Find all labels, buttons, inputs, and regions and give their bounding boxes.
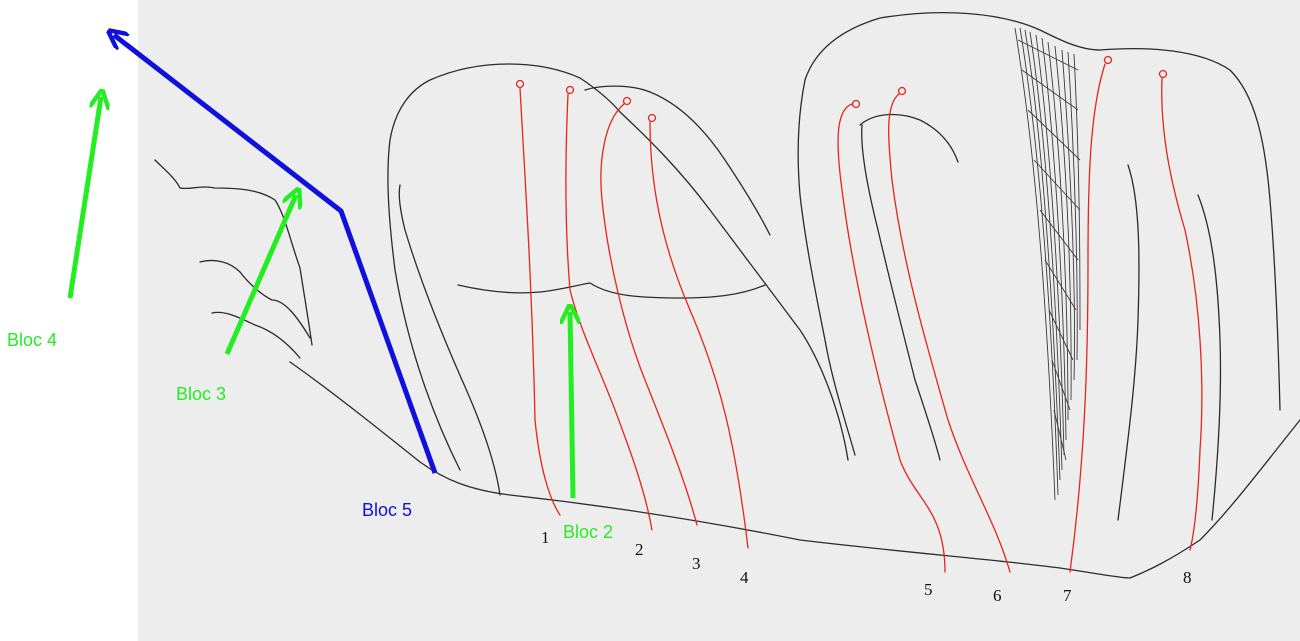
profile-5 <box>837 99 946 573</box>
profile-number-7: 7 <box>1063 586 1072 605</box>
bloc-3-label: Bloc 3 <box>176 384 226 404</box>
hatched-wedge <box>1014 27 1081 501</box>
ground-line <box>289 361 1300 579</box>
left-slope-line-c <box>211 311 301 359</box>
lobe-right <box>797 12 1281 456</box>
bloc-4-label: Bloc 4 <box>7 330 57 350</box>
profile-6 <box>888 86 1011 573</box>
lobe-right-inner-c <box>1117 164 1140 521</box>
profile-lines <box>515 55 1203 573</box>
profile-4 <box>647 113 749 549</box>
lobe-left-divider <box>584 85 771 236</box>
profile-7 <box>1069 55 1113 573</box>
profile-number-6: 6 <box>993 586 1002 605</box>
profile-3 <box>600 96 698 526</box>
profile-8 <box>1158 69 1203 551</box>
profile-number-5: 5 <box>924 580 933 599</box>
profile-number-8: 8 <box>1183 568 1192 587</box>
scan-panel <box>138 0 1300 641</box>
lobe-left <box>387 63 849 471</box>
bloc-2-arrow <box>570 312 573 499</box>
contact-line <box>457 282 766 299</box>
lobe-right-inner-a <box>859 113 959 163</box>
profile-numbers: 1 2 3 4 5 6 7 8 <box>541 528 1192 605</box>
bloc-3-arrow <box>224 195 296 355</box>
lobe-right-inner-b <box>861 124 941 461</box>
bloc-5-label: Bloc 5 <box>362 500 412 520</box>
profile-2 <box>565 85 653 531</box>
lobe-left-inner <box>398 184 501 496</box>
bloc-5-boundary <box>114 35 438 474</box>
bloc-4-arrow <box>67 97 101 299</box>
profile-1 <box>515 79 561 516</box>
profile-number-3: 3 <box>692 554 701 573</box>
bloc-2-label: Bloc 2 <box>563 522 613 542</box>
profile-number-1: 1 <box>541 528 550 547</box>
geology-sketch <box>154 12 1300 579</box>
left-slope-line-a <box>154 159 313 346</box>
lobe-right-inner-d <box>1197 194 1222 521</box>
profile-number-2: 2 <box>635 540 644 559</box>
profile-number-4: 4 <box>740 568 749 587</box>
